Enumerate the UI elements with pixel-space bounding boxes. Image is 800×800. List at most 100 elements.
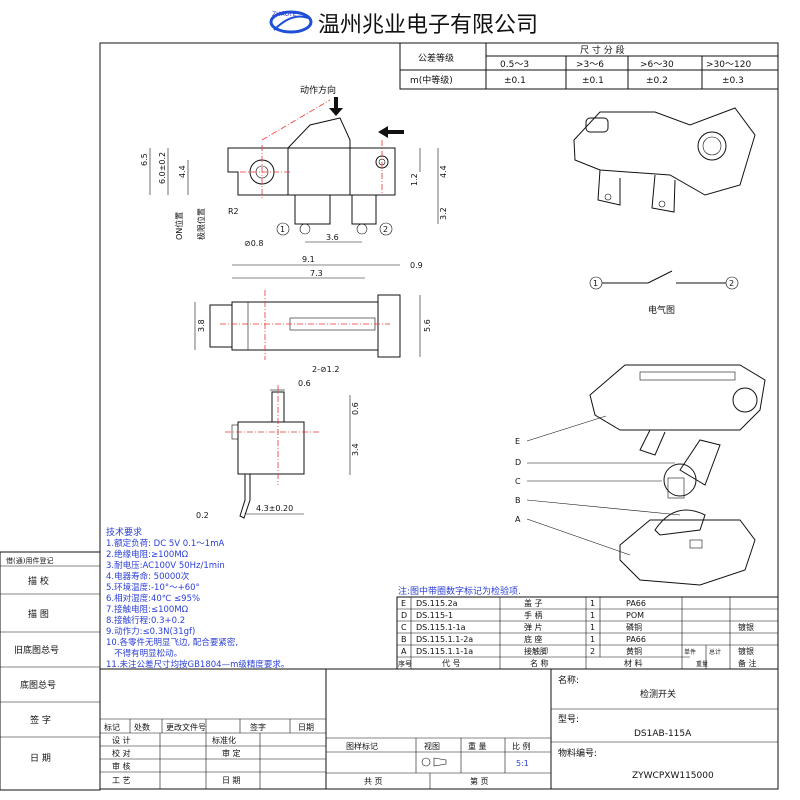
tol-value-1: ±0.1 [504, 76, 526, 86]
bom-c-remark: 镀银 [738, 622, 754, 632]
bom-c-material: 磷铜 [626, 622, 642, 632]
bom-e-name: 盖 子 [524, 598, 543, 608]
explode-label-d: D [515, 458, 521, 467]
down-arrow-icon [329, 97, 343, 116]
bom-table: 注:图中带圈数字标记为检验项. E DS.115.2a 盖 子 1 PA66 D… [396, 585, 779, 670]
title-block: 标记 处数 更改文件号 签字 日期 设 计 校 对 审 核 工 艺 标准化 审 … [100, 668, 778, 789]
tol-size-header: 尺 寸 分 段 [580, 44, 625, 56]
margin-row-trace: 描 图 [28, 608, 49, 620]
dim-6-0: 6.0±0.2 [158, 152, 167, 184]
name-label: 名称: [558, 674, 579, 686]
tech-item-5: 5.环境温度:-10°～+60° [106, 582, 200, 593]
direction-label: 动作方向 [300, 84, 336, 96]
left-arrow-icon [378, 126, 404, 138]
top-view: 9.1 0.9 7.3 3.8 5.6 2-⊘1.2 [194, 255, 432, 374]
iso-view [573, 107, 756, 213]
dim-3-4: 3.4 [351, 443, 360, 456]
bom-header-code: 代 号 [442, 658, 461, 668]
bom-e-seq: E [401, 599, 406, 608]
dim-3-6: 3.6 [326, 233, 339, 242]
bom-header-single: 单件 [684, 648, 696, 656]
bom-header-weight: 重量 [696, 660, 708, 668]
tolerance-table: 公差等级 尺 寸 分 段 0.5～3 >3～6 >6～30 >30～120 m(… [399, 42, 779, 90]
bom-c-seq: C [401, 623, 407, 632]
company-name: 温州兆业电子有限公司 [318, 13, 538, 38]
role-standard: 标准化 [212, 735, 236, 745]
bom-b-code: DS.115.1.1-2a [416, 635, 473, 644]
margin-row-trace-check: 描 校 [28, 575, 49, 587]
dim-2-holes: 2-⊘1.2 [312, 365, 339, 374]
inspection-note: 注:图中带圈数字标记为检验项. [398, 585, 521, 597]
bom-d-code: DS.115-1 [416, 611, 453, 620]
rev-header-count: 处数 [134, 722, 150, 732]
role-review: 审 核 [112, 761, 131, 771]
tol-grade-label: 公差等级 [418, 52, 454, 64]
on-position-label: ON位置 [174, 212, 184, 240]
tol-value-4: ±0.3 [722, 76, 744, 86]
bom-header-total: 总计 [709, 648, 721, 656]
dim-0-6-top: 0.6 [298, 379, 311, 388]
dim-4-4-left: 4.4 [178, 165, 187, 178]
tech-item-6: 6.相对湿度:40℃ ≤95% [106, 593, 200, 604]
dim-5-6: 5.6 [423, 319, 432, 332]
tol-value-3: ±0.2 [646, 76, 668, 86]
tol-m-label: m(中等级) [410, 74, 453, 86]
scale-value: 5:1 [516, 759, 529, 768]
sheet-view-label: 视图 [424, 741, 440, 751]
sheet-weight-label: 重 量 [468, 741, 487, 751]
sheet-mark-label: 图样标记 [346, 741, 378, 751]
rev-header-date: 日期 [298, 723, 314, 732]
bom-b-seq: B [401, 635, 407, 644]
margin-row-base: 底图总号 [20, 679, 56, 691]
front-pin-2: 2 [383, 225, 388, 234]
company-logo: ZHAOYE [269, 10, 313, 34]
dim-7-3: 7.3 [310, 269, 323, 278]
role-process: 工 艺 [112, 776, 131, 785]
bom-b-name: 底 座 [524, 634, 543, 644]
bom-a-qty: 2 [590, 647, 595, 656]
explode-label-e: E [515, 437, 520, 446]
drawing-frame [99, 42, 779, 790]
tech-item-10b: 不得有明显松动。 [106, 648, 182, 659]
total-pages: 共 页 [364, 777, 383, 786]
tech-item-10: 10.各零件无明显飞边, 配合要紧密, [106, 637, 238, 648]
tech-title: 技术要求 [106, 526, 142, 538]
bom-e-material: PA66 [626, 599, 646, 608]
bom-a-seq: A [401, 647, 407, 656]
bom-c-name: 弹 片 [524, 622, 543, 632]
model-label: 型号: [558, 714, 579, 725]
dim-0-6-side: 0.6 [351, 402, 360, 415]
bom-a-name: 接触脚 [524, 646, 548, 656]
rev-header-mark: 标记 [104, 722, 120, 732]
bom-a-code: DS.115.1.1-1a [416, 647, 473, 656]
bom-d-qty: 1 [590, 611, 595, 620]
rev-header-sign: 签字 [250, 722, 266, 732]
bom-c-code: DS.115.1-1a [416, 623, 466, 632]
material-no-label: 物料编号: [558, 747, 597, 759]
electrical-caption: 电气图 [648, 304, 675, 316]
bom-e-qty: 1 [590, 599, 595, 608]
tech-item-7: 7.接触电阻:≤100MΩ [106, 604, 189, 615]
projection-symbol-icon [421, 757, 447, 767]
bom-b-material: PA66 [626, 635, 646, 644]
dim-0-8: ⊘0.8 [244, 239, 263, 248]
bom-d-material: POM [626, 611, 644, 620]
dim-3-8: 3.8 [197, 319, 206, 332]
bom-b-qty: 1 [590, 635, 595, 644]
dim-4-3: 4.3±0.20 [256, 504, 293, 513]
bom-e-code: DS.115.2a [416, 599, 458, 608]
tech-item-2: 2.绝缘电阻:≥100MΩ [106, 549, 189, 560]
tol-range-3: >6～30 [640, 60, 674, 70]
explode-label-a: A [515, 515, 521, 524]
tol-range-1: 0.5～3 [500, 60, 529, 70]
name-value: 检测开关 [640, 688, 676, 700]
bom-c-qty: 1 [590, 623, 595, 632]
front-pin-1: 1 [280, 225, 285, 234]
bom-header-remark: 备 注 [738, 658, 757, 668]
sheet-scale-label: 比 例 [512, 741, 531, 751]
role-approve: 审 定 [222, 748, 241, 758]
bom-header-name: 名 称 [530, 658, 549, 668]
logo-text: ZHAOYE [272, 11, 297, 18]
tech-item-8: 8.接触行程:0.3+0.2 [106, 615, 185, 626]
model-value: DS1AB-115A [634, 729, 692, 739]
